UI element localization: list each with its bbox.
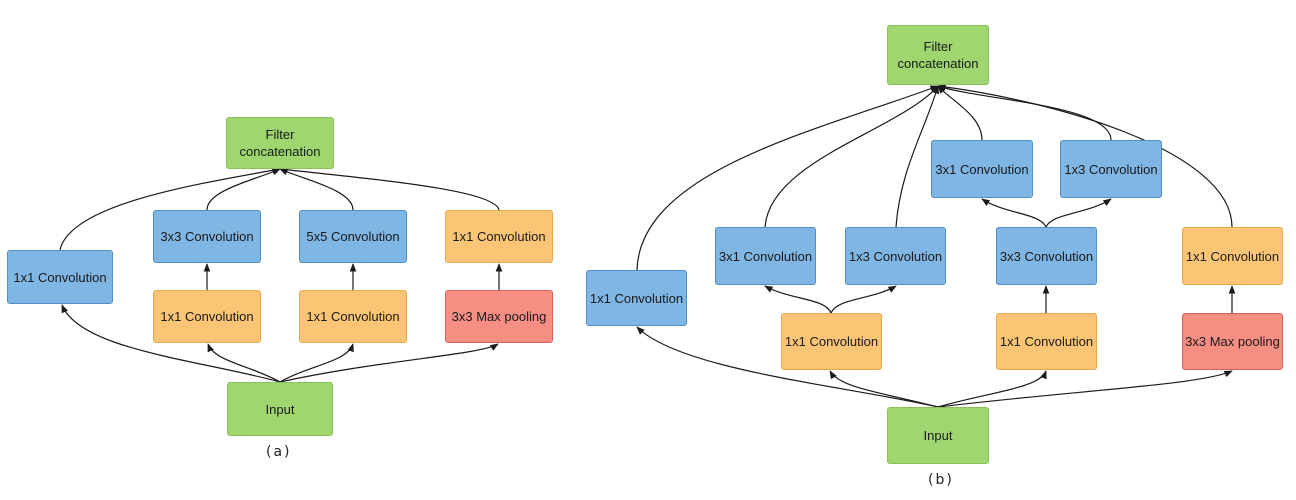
b-edge-branch4-to-filter — [937, 83, 1233, 228]
b-filter-concatenation-node: Filter concatenation — [887, 25, 989, 85]
b-edge-b2-conv1x1-to-conv3x1 — [764, 285, 832, 314]
b-branch3-1x1-convolution-node: 1x1 Convolution — [996, 313, 1097, 370]
a-branch4-1x1-convolution-node: 1x1 Convolution — [445, 210, 553, 263]
b-branch3-1x3-convolution-node: 1x3 Convolution — [1060, 140, 1162, 198]
a-branch2-1x1-convolution-node: 1x1 Convolution — [153, 290, 261, 343]
diagram-b-edges — [636, 83, 1236, 408]
a-input-node: Input — [227, 382, 333, 436]
b-branch1-1x1-convolution-node: 1x1 Convolution — [586, 270, 687, 326]
b-edge-branch1-to-filter — [636, 85, 939, 271]
a-branch3-5x5-convolution-node: 5x5 Convolution — [299, 210, 407, 263]
a-branch3-1x1-convolution-node: 1x1 Convolution — [299, 290, 407, 343]
a-edge-input-to-branch4 — [279, 343, 499, 383]
a-edge-branch3-to-filter — [279, 168, 354, 211]
b-edge-b2-conv1x1-to-conv1x3 — [830, 285, 897, 314]
b-edge-b2-conv3x1-to-filter — [764, 85, 939, 228]
a-filter-concatenation-node: Filter concatenation — [226, 117, 334, 169]
b-branch3-3x1-convolution-node: 3x1 Convolution — [931, 140, 1033, 198]
diagram-a-edges — [59, 166, 503, 383]
a-edge-branch4-to-filter — [279, 166, 500, 211]
b-branch4-1x1-convolution-node: 1x1 Convolution — [1182, 227, 1283, 285]
b-edge-b3-conv3x3-to-conv1x3 — [1045, 198, 1112, 228]
a-branch4-max-pooling-node: 3x3 Max pooling — [445, 290, 553, 343]
a-branch2-3x3-convolution-node: 3x3 Convolution — [153, 210, 261, 263]
a-edge-input-to-branch2 — [207, 343, 281, 383]
b-input-node: Input — [887, 407, 989, 464]
a-branch1-1x1-convolution-node: 1x1 Convolution — [7, 250, 113, 304]
a-edge-input-to-branch1 — [61, 304, 281, 383]
b-edge-input-to-branch2 — [829, 370, 939, 408]
b-branch2-3x1-convolution-node: 3x1 Convolution — [715, 227, 816, 285]
a-edge-branch1-to-filter — [59, 167, 281, 251]
a-edge-input-to-branch3 — [279, 343, 354, 383]
a-edge-branch2-to-filter — [206, 168, 281, 211]
b-branch4-max-pooling-node: 3x3 Max pooling — [1182, 313, 1283, 370]
b-edge-input-to-branch1 — [636, 326, 939, 408]
b-edge-input-to-branch4 — [937, 370, 1233, 408]
b-branch2-1x3-convolution-node: 1x3 Convolution — [845, 227, 946, 285]
b-branch3-3x3-convolution-node: 3x3 Convolution — [996, 227, 1097, 285]
b-caption: (b) — [928, 472, 954, 488]
b-branch2-1x1-convolution-node: 1x1 Convolution — [781, 313, 882, 370]
a-caption: (a) — [266, 444, 292, 460]
b-edge-input-to-branch3 — [937, 370, 1047, 408]
b-edge-b3-conv1x3-to-filter — [937, 85, 1112, 141]
b-edge-b3-conv3x3-to-conv3x1 — [981, 198, 1047, 228]
b-edge-b2-conv1x3-to-filter — [895, 85, 940, 228]
